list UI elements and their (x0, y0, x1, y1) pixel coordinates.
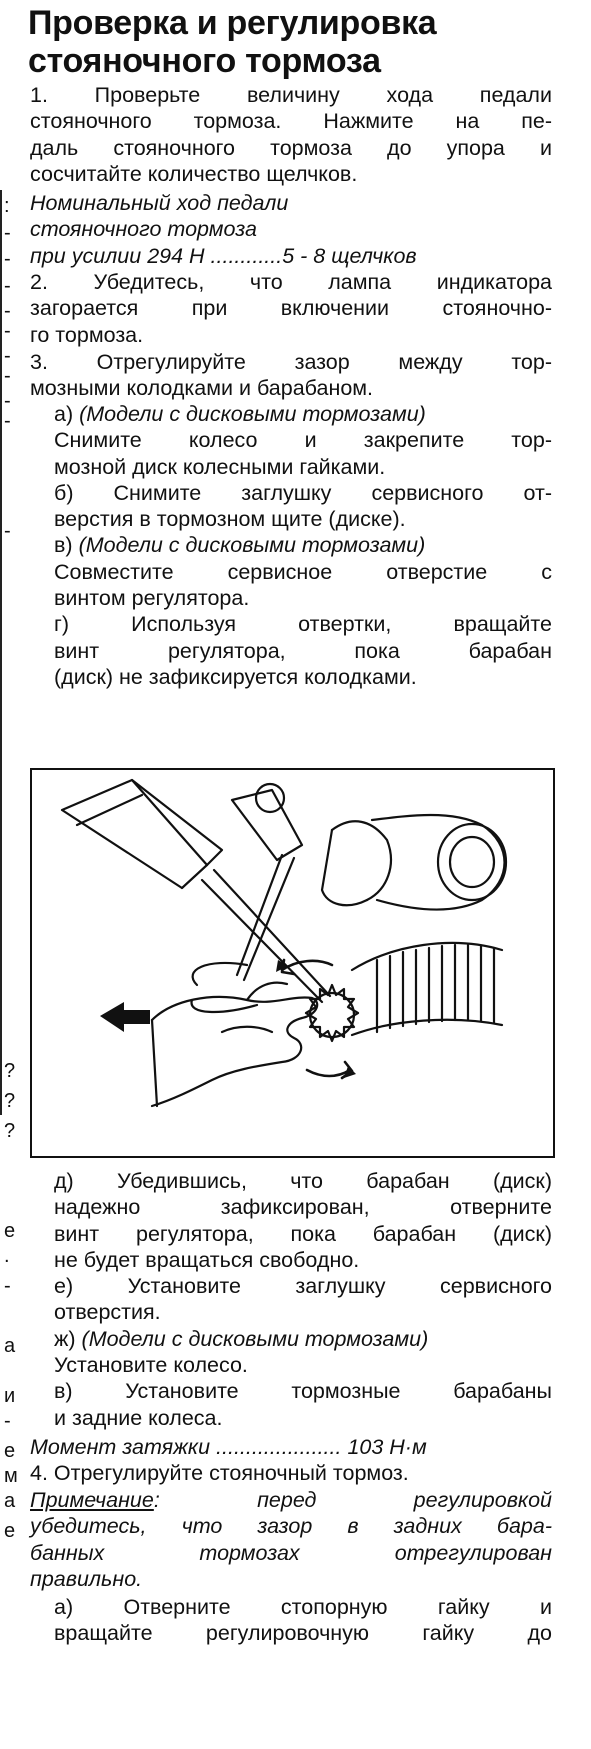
torque-value: 103 Н·м (347, 1435, 427, 1459)
margin-fragment: - (4, 320, 11, 342)
spec-line: стояночного тормоза (30, 217, 257, 242)
note-paragraph: Примечание: перед регулировкой убедитесь… (30, 1487, 552, 1592)
substep-zh-header: ж) (Модели с дисковыми тормозами) (54, 1326, 429, 1351)
direction-arrow-icon (100, 1002, 150, 1032)
step-1-line: сосчитайте количество щелчков. (30, 161, 358, 186)
margin-fragment: - (4, 390, 11, 412)
step-3-line: 3. Отрегулируйте зазор между тор- (30, 350, 552, 374)
margin-fragment: е (4, 1440, 16, 1462)
margin-fragment: - (4, 300, 11, 322)
note-line: правильно. (30, 1566, 143, 1591)
margin-fragment: ? (4, 1120, 16, 1142)
margin-fragment: . (4, 1245, 10, 1267)
margin-fragment: м (4, 1465, 18, 1487)
substep-a-line: мозной диск колесными гайками. (54, 454, 386, 479)
substep-g-line: винт регулятора, пока барабан (54, 638, 552, 663)
substep-b-line: б) Снимите заглушку сервисного от- (54, 480, 552, 505)
spec-value: 5 - 8 щелчков (282, 243, 417, 268)
step-4-paragraph: 4. Отрегулируйте стояночный тормоз. (30, 1460, 552, 1486)
substep-v-header: в) (Модели с дисковыми тормозами) (54, 533, 426, 558)
note-line: убедитесь, что зазор в задних бара- (30, 1514, 552, 1539)
section-title-line-2: стояночного тормоза (28, 42, 381, 80)
margin-fragment: - (4, 248, 11, 270)
substep-g-line: г) Используя отвертки, вращайте (54, 612, 552, 637)
note-line: банных тормозах отрегулирован (30, 1540, 552, 1565)
margin-fragment: а (4, 1335, 16, 1357)
margin-fragment: - (4, 410, 11, 432)
substep-zh-line: Установите колесо. (54, 1353, 248, 1378)
step-1-line: стояночного тормоза. Нажмите на пе- (30, 109, 552, 134)
step-1-paragraph: 1. Проверьте величину хода педали стояно… (30, 82, 552, 187)
step-1-line: даль стояночного тормоза до упора и (30, 135, 552, 160)
note-label: Примечание (30, 1488, 154, 1512)
substep-d-line: д) Убедившись, что барабан (диск) (54, 1169, 552, 1193)
step-3-substeps: а) (Модели с дисковыми тормозами) Снимит… (54, 401, 552, 690)
substep-d-line: винт регулятора, пока барабан (диск) (54, 1221, 552, 1246)
left-margin-rule (0, 190, 2, 1115)
substep-v2-line: и задние колеса. (54, 1405, 223, 1430)
substep-v2-line: в) Установите тормозные барабаны (54, 1379, 552, 1404)
spec-label: при усилии 294 Н (30, 243, 205, 268)
substep-d-line: надежно зафиксирован, отверните (54, 1195, 552, 1220)
margin-fragment: - (4, 345, 11, 367)
torque-label: Момент затяжки (30, 1435, 211, 1459)
margin-fragment: - (4, 275, 11, 297)
step-4-line: 4. Отрегулируйте стояночный тормоз. (30, 1461, 409, 1485)
substep-b-line: верстия в тормозном щите (диске). (54, 507, 406, 532)
note-line: Примечание: перед регулировкой (30, 1488, 552, 1512)
step-3-paragraph: 3. Отрегулируйте зазор между тор- мозным… (30, 349, 552, 402)
substep-v-line: винтом регулятора. (54, 586, 250, 611)
step-4a-line: а) Отверните стопорную гайку и (54, 1595, 552, 1619)
margin-fragment: а (4, 1490, 16, 1512)
spec-line: Номинальный ход педали (30, 191, 289, 215)
step-2-line: 2. Убедитесь, что лампа индикатора (30, 270, 552, 294)
torque-spec: Момент затяжки ..................... 103… (30, 1434, 552, 1460)
substep-e-line: е) Установите заглушку сервисного (54, 1274, 552, 1299)
substep-a-line: Снимите колесо и закрепите тор- (54, 428, 552, 453)
step-1-line: 1. Проверьте величину хода педали (30, 83, 552, 107)
substep-d-line: не будет вращаться свободно. (54, 1247, 360, 1272)
spec-value-line: при усилии 294 Н ............5 - 8 щелчк… (30, 243, 417, 268)
margin-fragment: - (4, 1410, 11, 1432)
section-title: Проверка и регулировка стояночного тормо… (28, 4, 568, 80)
pedal-travel-spec: Номинальный ход педали стояночного тормо… (30, 190, 552, 269)
step-3-line: мозными колодками и барабаном. (30, 376, 374, 401)
margin-fragment: - (4, 365, 11, 387)
substep-g-line: (диск) не зафиксируется колодками. (54, 664, 417, 689)
margin-fragment: - (4, 520, 11, 542)
substep-a-header: а) (Модели с дисковыми тормозами) (54, 402, 426, 426)
adjuster-drawing (60, 778, 508, 1108)
margin-fragment: ? (4, 1090, 16, 1112)
step-3-substeps-continued: д) Убедившись, что барабан (диск) надежн… (54, 1168, 552, 1431)
margin-fragment: : (4, 195, 10, 217)
substep-e-line: отверстия. (54, 1300, 161, 1325)
step-4a-line: вращайте регулировочную гайку до (54, 1621, 552, 1646)
section-title-line-1: Проверка и регулировка (28, 4, 437, 42)
margin-fragment: е (4, 1520, 16, 1542)
torque-spec-line: Момент затяжки ..................... 103… (30, 1435, 427, 1459)
step-2-line: загорается при включении стояночно- (30, 296, 552, 321)
margin-fragment: ? (4, 1060, 16, 1082)
adjuster-illustration (30, 768, 555, 1158)
step-4a-paragraph: а) Отверните стопорную гайку и вращайте … (54, 1594, 552, 1647)
margin-fragment: - (4, 222, 11, 244)
step-2-line: го тормоза. (30, 322, 144, 347)
margin-fragment: и (4, 1385, 16, 1407)
margin-fragment: е (4, 1220, 16, 1242)
substep-v-line: Совместите сервисное отверстие с (54, 559, 552, 584)
step-2-paragraph: 2. Убедитесь, что лампа индикатора загор… (30, 269, 552, 348)
margin-fragment: - (4, 1275, 11, 1297)
